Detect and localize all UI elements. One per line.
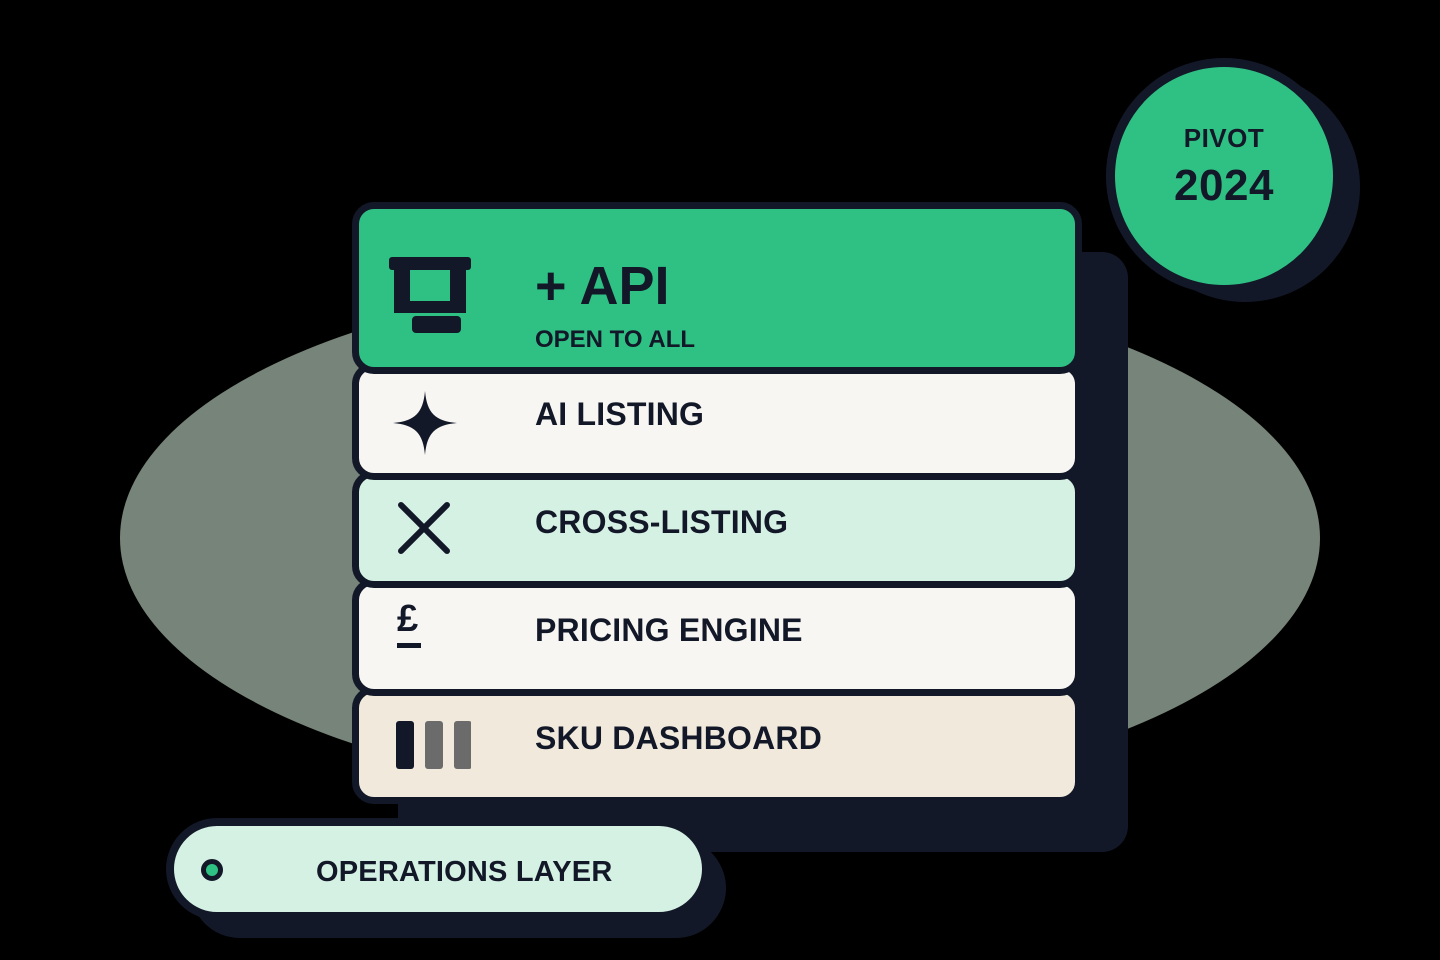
layer-title: CROSS-LISTING — [535, 504, 789, 540]
operations-layer-pill: OPERATIONS LAYER — [166, 818, 710, 920]
storefront-icon — [387, 257, 471, 337]
badge-year: 2024 — [1174, 161, 1274, 210]
layer-pricing-engine: £ PRICING ENGINE — [352, 578, 1082, 696]
pill-label: OPERATIONS LAYER — [316, 856, 613, 888]
layer-subtitle: OPEN TO ALL — [535, 326, 696, 353]
layer-title: + API — [535, 256, 670, 316]
pound-sign-icon: £ — [387, 599, 471, 679]
status-dot-icon — [201, 859, 223, 881]
layer-sku-dashboard: SKU DASHBOARD — [352, 686, 1082, 804]
layer-cross-listing: CROSS-LISTING — [352, 470, 1082, 588]
layer-title: PRICING ENGINE — [535, 612, 803, 648]
bars-icon — [387, 707, 471, 787]
layer-title: SKU DASHBOARD — [535, 720, 823, 756]
pivot-badge: PIVOT 2024 — [1106, 58, 1342, 294]
layer-api: + API OPEN TO ALL — [352, 202, 1082, 374]
cross-icon — [387, 491, 471, 571]
sparkle-icon — [387, 383, 471, 463]
layer-title: AI LISTING — [535, 396, 705, 432]
badge-label: PIVOT — [1183, 123, 1265, 153]
layer-ai-listing: AI LISTING — [352, 362, 1082, 480]
svg-text:£: £ — [397, 599, 418, 640]
